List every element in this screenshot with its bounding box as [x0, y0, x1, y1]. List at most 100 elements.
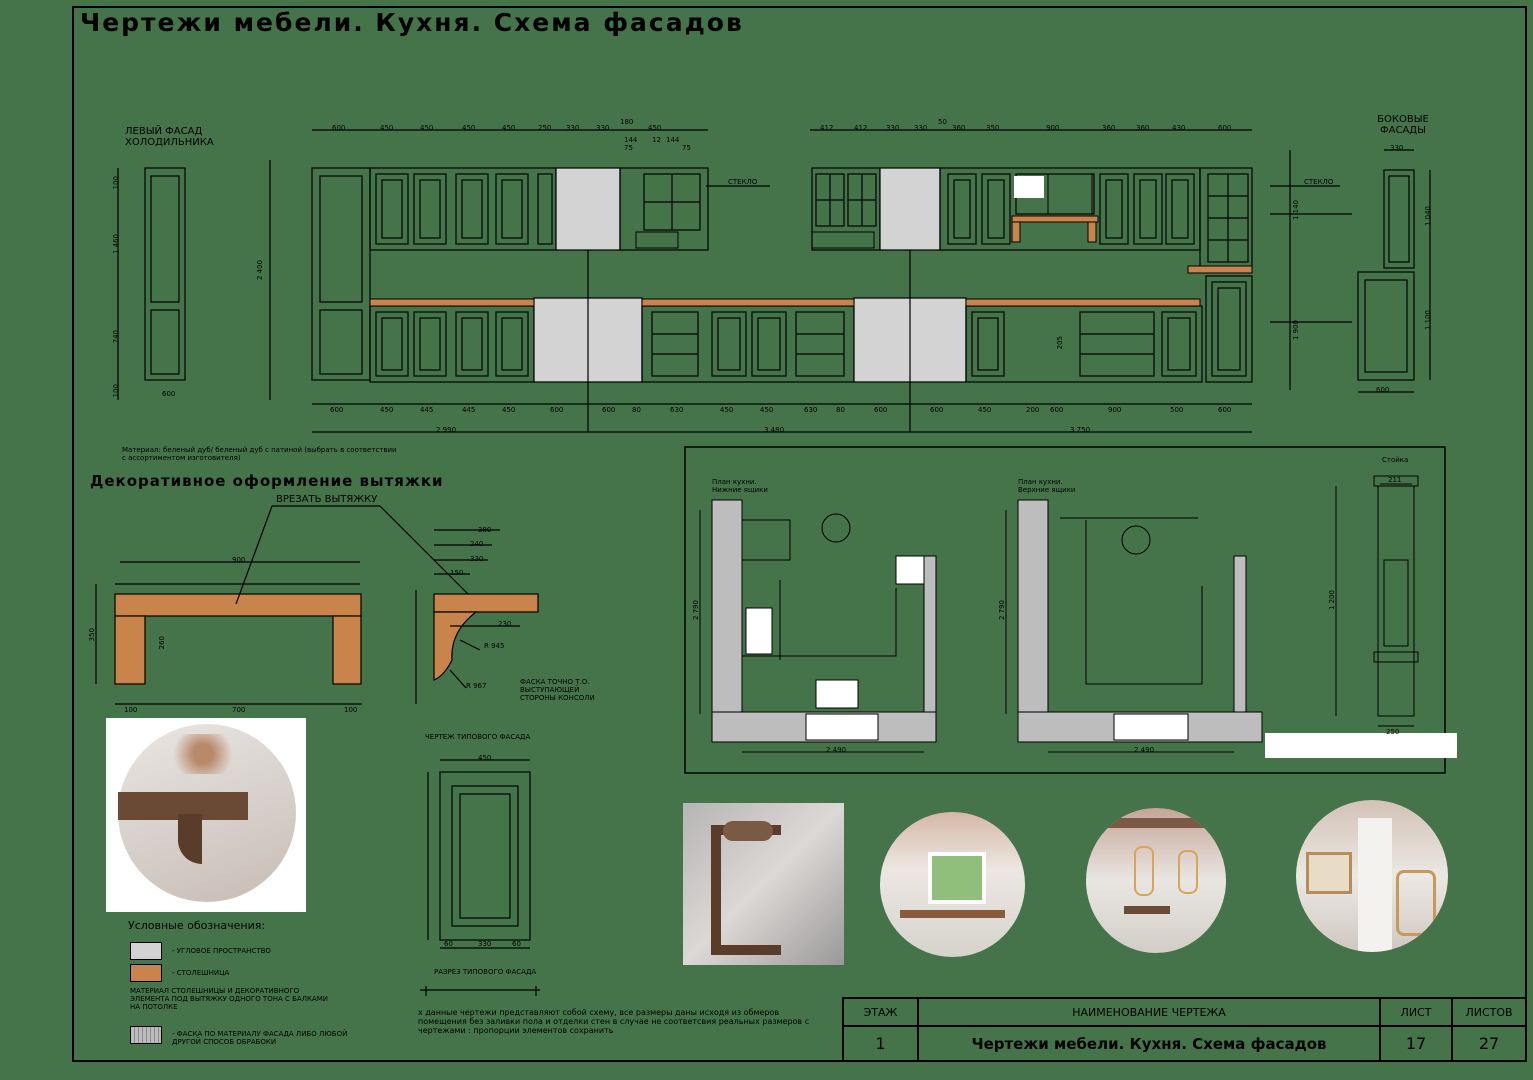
dim-bot-12: 630	[804, 406, 818, 414]
dim-hood-s4: 150	[450, 569, 464, 577]
material-note: Материал: беленый дуб/ беленый дуб с пат…	[122, 446, 397, 462]
dim-top-3: 450	[420, 124, 434, 132]
dim-bot-7: 600	[602, 406, 616, 414]
dim-right-v1: 1 140	[1292, 200, 1300, 221]
dim-plan-a-w: 2 490	[826, 746, 847, 754]
dim-top-7: 330	[566, 124, 580, 132]
legend-countertop-note: МАТЕРИАЛ СТОЛЕШНИЦЫ И ДЕКОРАТИВНОГО ЭЛЕМ…	[130, 987, 328, 1011]
render-circle-2	[1086, 808, 1226, 953]
dim-bot-9: 630	[670, 406, 684, 414]
legend-countertop-label: - СТОЛЕШНИЦА	[172, 969, 230, 977]
countertop-1	[369, 298, 535, 307]
chamfer-note: ФАСКА ТОЧНО Т.О. ВЫСТУПАЮЩЕЙ СТОРОНЫ КОН…	[520, 678, 595, 702]
dim-top-4: 450	[462, 124, 476, 132]
dim-bot-20: 500	[1170, 406, 1184, 414]
stamp-floor-header: ЭТАЖ	[844, 999, 919, 1027]
dim-bot-13: 80	[836, 406, 845, 414]
dim-hood-s2: 240	[470, 540, 484, 548]
dim-side-v2: 1 100	[1424, 310, 1432, 331]
dim-top-r8: 900	[1046, 124, 1060, 132]
dim-top-8: 330	[596, 124, 610, 132]
dim-left-v3: 2 400	[256, 260, 264, 281]
countertop-3	[965, 298, 1201, 307]
plan-frame	[684, 446, 1446, 774]
dim-hood-b2: 700	[232, 706, 246, 714]
footnote: x данные чертежи представляют собой схем…	[418, 1008, 810, 1035]
dim-left-v4: 740	[112, 330, 120, 344]
dim-top-r9: 360	[1102, 124, 1116, 132]
drawing-frame	[72, 6, 1527, 1062]
radius-945: R 945	[484, 642, 505, 650]
hood-section-title: Декоративное оформление вытяжки	[90, 472, 444, 490]
dim-rack-v: 1 200	[1328, 590, 1336, 611]
corner-upper-1	[555, 167, 621, 251]
hood-photo	[118, 724, 296, 902]
dim-bot-2: 450	[380, 406, 394, 414]
dim-top-1: 600	[332, 124, 346, 132]
dim-total-2: 3 480	[764, 426, 785, 434]
dim-hood-s3: 330	[470, 555, 484, 563]
fridge-panel	[144, 167, 186, 381]
dim-top-r3: 330	[886, 124, 900, 132]
dim-total-3: 3 750	[1070, 426, 1091, 434]
legend-swatch-corner	[130, 942, 162, 960]
dim-left-v2: 1 460	[112, 234, 120, 255]
dim-top-r11: 430	[1172, 124, 1186, 132]
dim-side-v1: 1 040	[1424, 206, 1432, 227]
dim-top-5: 450	[502, 124, 516, 132]
dim-total-1: 2 990	[436, 426, 457, 434]
radius-967: R 967	[466, 682, 487, 690]
dim-side-top: 330	[1390, 144, 1404, 152]
dim-rack-top: 211	[1388, 476, 1402, 484]
glass-label-1: СТЕКЛО	[728, 178, 758, 186]
plan-lower-label: План кухни. Нижние ящики	[712, 478, 768, 494]
dim-small-a2: 12	[652, 136, 661, 144]
dim-bot-10: 450	[720, 406, 734, 414]
corner-upper-2	[879, 167, 941, 251]
glass-label-2: СТЕКЛО	[1304, 178, 1334, 186]
rack-label: Стойка	[1382, 456, 1409, 464]
dim-bot-8: 80	[632, 406, 641, 414]
countertop-4	[1187, 265, 1253, 274]
hood-photo-frame	[106, 718, 306, 912]
dim-bot-5: 450	[502, 406, 516, 414]
dim-top-9: 180	[620, 118, 634, 126]
dim-top-6: 250	[538, 124, 552, 132]
dim-bot-3: 445	[420, 406, 434, 414]
hood-white-insert	[1014, 176, 1044, 198]
legend-title: Условные обозначения:	[128, 919, 266, 932]
render-circle-1	[880, 812, 1025, 957]
dim-fridge-width: 600	[162, 390, 176, 398]
dim-top-r6: 360	[952, 124, 966, 132]
dim-bot-14: 600	[874, 406, 888, 414]
dim-bot-17: 200	[1026, 406, 1040, 414]
dim-bot-19: 900	[1108, 406, 1122, 414]
dim-right-v2: 1 900	[1292, 320, 1300, 341]
legend-chamfer-label: - ФАСКА ПО МАТЕРИАЛУ ФАСАДА ЛИБО ЛЮБОЙ Д…	[172, 1030, 348, 1046]
hood-shelf	[1011, 215, 1099, 223]
page-title: Чертежи мебели. Кухня. Схема фасадов	[80, 8, 744, 37]
dim-bot-4: 445	[462, 406, 476, 414]
render-circle-3	[1296, 800, 1448, 952]
dim-small-a1: 144	[624, 136, 638, 144]
dim-top-r7: 350	[986, 124, 1000, 132]
dim-hood-s1: 380	[478, 526, 492, 534]
dim-tf-b3: 60	[512, 940, 521, 948]
dim-bot-21: 600	[1218, 406, 1232, 414]
dim-bot-11: 450	[760, 406, 774, 414]
stamp-name: Чертежи мебели. Кухня. Схема фасадов	[919, 1027, 1381, 1060]
dim-small-a3: 144	[666, 136, 680, 144]
countertop-2	[641, 298, 855, 307]
stamp-sheet: 17	[1381, 1027, 1453, 1060]
dim-hood-h1: 350	[88, 628, 96, 642]
stamp-sheets: 27	[1478, 1034, 1500, 1053]
stamp-sheets-header: ЛИСТОВ	[1453, 999, 1525, 1027]
dim-hood-s5: 230	[498, 620, 512, 628]
typical-facade-label: ЧЕРТЕЖ ТИПОВОГО ФАСАДА	[425, 733, 531, 741]
dim-hood-b1: 100	[124, 706, 138, 714]
legend-swatch-chamfer	[130, 1026, 162, 1044]
stamp-sheet-header: ЛИСТ	[1381, 999, 1453, 1027]
dim-top-2: 450	[380, 124, 394, 132]
dim-bot-15: 600	[930, 406, 944, 414]
